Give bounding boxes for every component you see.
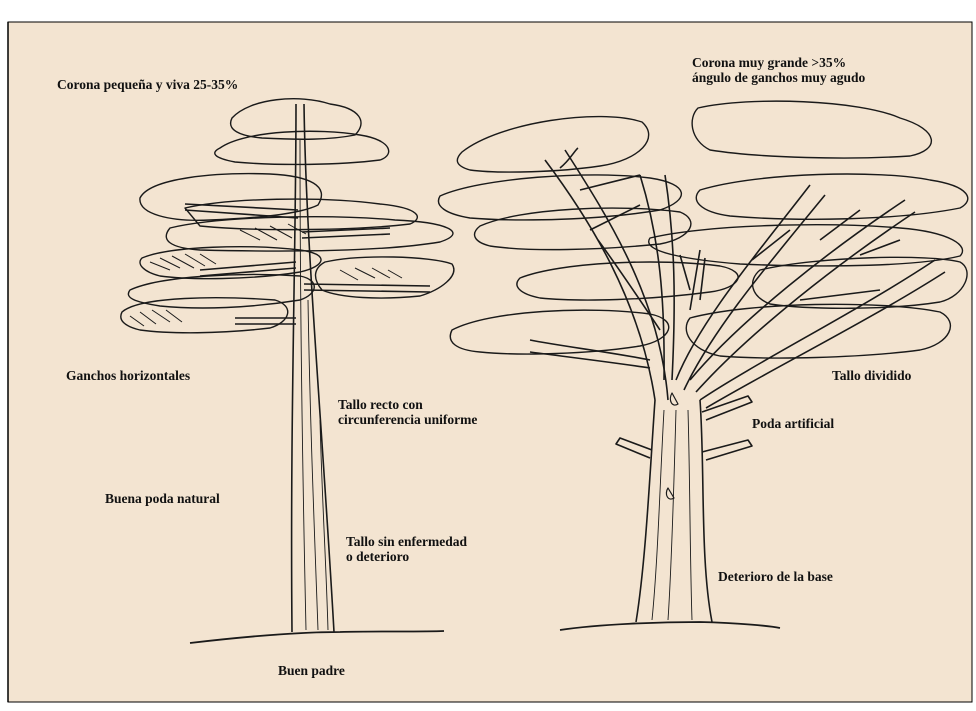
good-tree-health-label: Tallo sin enfermedad o deterioro — [346, 534, 467, 564]
good-tree-crown-label: Corona pequeña y viva 25-35% — [57, 77, 238, 92]
good-tree-stem-label-line1: Tallo recto con — [338, 397, 477, 412]
good-tree-pruning-label: Buena poda natural — [105, 491, 220, 506]
good-tree-health-label-line1: Tallo sin enfermedad — [346, 534, 467, 549]
bad-tree-crown-label: Corona muy grande >35% ángulo de ganchos… — [692, 55, 865, 85]
bad-tree-crown-label-line2: ángulo de ganchos muy agudo — [692, 70, 865, 85]
bad-tree-base-label: Deterioro de la base — [718, 569, 833, 584]
good-tree-health-label-line2: o deterioro — [346, 549, 467, 564]
good-tree-caption: Buen padre — [278, 663, 345, 678]
good-tree-stem-label: Tallo recto con circunferencia uniforme — [338, 397, 477, 427]
bad-tree-fork-label: Tallo dividido — [832, 368, 911, 383]
bad-tree-pruning-label: Poda artificial — [752, 416, 834, 431]
good-tree-branches-label: Ganchos horizontales — [66, 368, 190, 383]
bad-tree-crown-label-line1: Corona muy grande >35% — [692, 55, 865, 70]
diagram-panel — [8, 22, 972, 702]
good-tree-stem-label-line2: circunferencia uniforme — [338, 412, 477, 427]
